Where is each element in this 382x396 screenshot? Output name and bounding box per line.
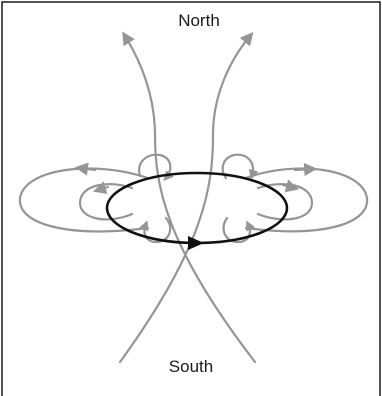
south-label: South <box>169 357 213 376</box>
current-direction-arrowhead <box>188 236 204 250</box>
field-line-long-right <box>120 36 250 362</box>
arrow-inner-left <box>98 187 108 190</box>
arrow-outer-right <box>295 169 312 170</box>
field-loop-inner-left <box>80 184 132 219</box>
field-line-long-left <box>125 36 255 362</box>
north-label: North <box>178 11 220 30</box>
field-loop-outer-right <box>246 168 367 231</box>
current-loop <box>107 173 287 250</box>
field-loop-outer-left <box>20 168 148 231</box>
field-lines <box>20 36 367 362</box>
current-loop-ring <box>107 173 287 243</box>
